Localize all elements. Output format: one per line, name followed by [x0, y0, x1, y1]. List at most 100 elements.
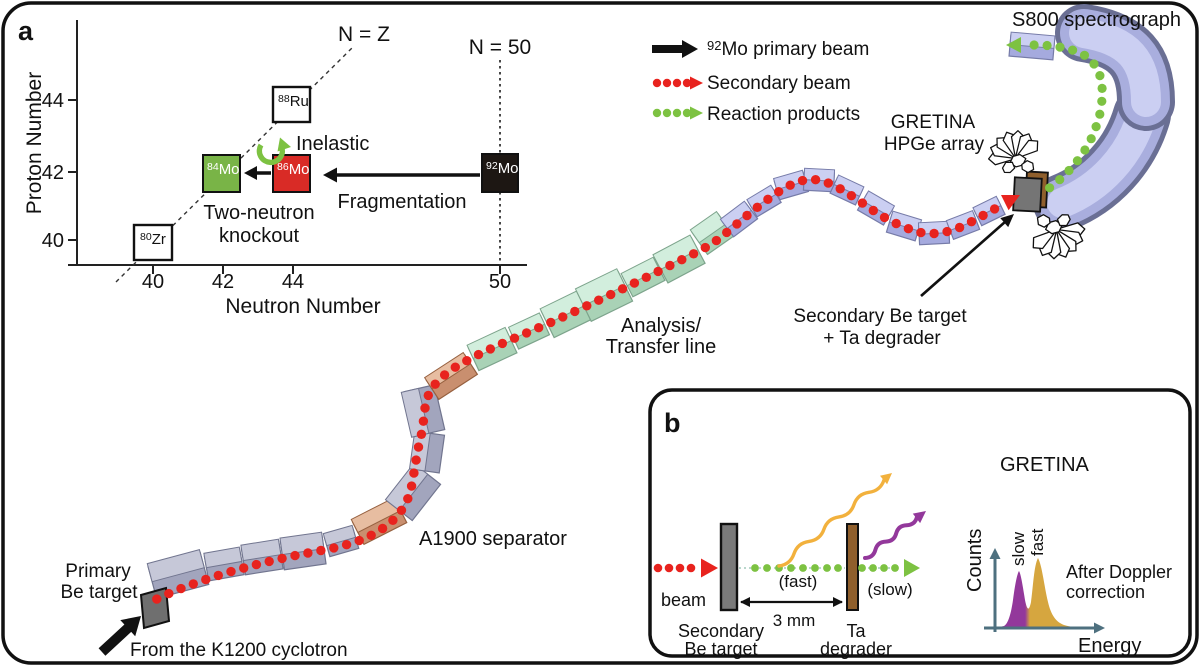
primary-target-label-1: Primary	[65, 561, 131, 582]
gretina-crystal-cluster	[1032, 214, 1086, 260]
arrow	[740, 597, 750, 607]
arrows-layer	[98, 37, 1021, 656]
gap-label: 3 mm	[773, 611, 816, 630]
arrow	[98, 616, 141, 656]
n-equals-z-label: N = Z	[338, 23, 390, 46]
gamma-ray-slow	[863, 515, 919, 560]
arrow	[1006, 37, 1021, 53]
nuclide-80zr-symbol: Zr	[152, 231, 166, 248]
analysis-label-1: Analysis/	[621, 315, 701, 337]
y-tick-40: 40	[42, 230, 64, 252]
panel-b-arrows	[701, 473, 926, 607]
arrow	[652, 40, 698, 58]
legend: 92Mo primary beam Secondary beam Reactio…	[652, 38, 869, 125]
arrow	[244, 166, 271, 180]
knockout-label-2: knockout	[219, 225, 299, 247]
analysis-label-2: Transfer line	[606, 336, 716, 358]
spectrum-ylabel: Counts	[964, 529, 986, 592]
sec-target-label-2: + Ta degrader	[823, 328, 941, 349]
fast-label: (fast)	[779, 572, 818, 591]
nuclide-box-88ru	[271, 85, 312, 124]
secondary-be-target	[1012, 176, 1043, 213]
svg-text:80Zr: 80Zr	[140, 231, 166, 248]
secondary-target-assembly	[1012, 170, 1049, 213]
nuclide-box-80zr	[132, 223, 174, 262]
arrow	[701, 558, 718, 578]
x-axis-label: Neutron Number	[225, 295, 380, 318]
nuclide-box-84mo	[202, 154, 241, 193]
y-axis-label: Proton Number	[23, 72, 46, 214]
nuclide-88ru-mass: 88	[278, 93, 290, 105]
arrow	[904, 559, 920, 577]
spectrum-xlabel: Energy	[1078, 635, 1141, 657]
slow-label: (slow)	[867, 580, 912, 599]
arrow	[690, 106, 703, 120]
panel-b-secondary-target	[719, 522, 739, 612]
nuclide-84mo-symbol: Mo	[219, 161, 240, 178]
nuclide-box-92mo	[481, 153, 519, 193]
peak-slow-label: slow	[1009, 531, 1028, 566]
doppler-note-2: correction	[1066, 582, 1145, 602]
legend-reaction-products: Reaction products	[707, 104, 860, 125]
fragmentation-label: Fragmentation	[338, 191, 467, 213]
doppler-note-1: After Doppler	[1066, 562, 1172, 582]
panel-a-label: a	[18, 16, 34, 46]
magnet	[203, 546, 245, 582]
primary-target-label-2: Be target	[60, 582, 138, 603]
magnet	[408, 430, 446, 474]
peak-fast-label: fast	[1028, 528, 1047, 556]
arrow	[912, 511, 926, 524]
gretina-label-2: HPGe array	[884, 134, 985, 155]
legend-primary-beam: 92Mo primary beam	[707, 38, 869, 60]
arrow	[880, 473, 892, 485]
nuclide-86mo-symbol: Mo	[289, 161, 310, 178]
nuclide-88ru-symbol: Ru	[290, 93, 309, 110]
s800-spectrograph-magnets	[1033, 4, 1175, 232]
x-tick-44: 44	[282, 271, 304, 293]
x-tick-40: 40	[142, 271, 164, 293]
panel-b-target-label-2: Be target	[684, 639, 757, 659]
panel-b-border	[648, 388, 1192, 658]
panel-a: a 44 42 40 40 42 44 50 Proton Number Neu…	[18, 16, 531, 318]
svg-text:84Mo: 84Mo	[207, 161, 240, 178]
arrow	[690, 76, 703, 90]
svg-text:86Mo: 86Mo	[277, 161, 310, 178]
reaction-products-path	[1029, 40, 1107, 193]
svg-text:88Ru: 88Ru	[278, 93, 309, 110]
beam-label: beam	[661, 590, 706, 610]
legend-secondary-beam: Secondary beam	[707, 73, 851, 94]
spectrum-curve	[999, 558, 1080, 627]
nuclide-92mo-symbol: Mo	[498, 160, 519, 177]
inelastic-label: Inelastic	[296, 133, 369, 155]
panel-b-degrader-label-2: degrader	[820, 639, 892, 659]
x-tick-42: 42	[212, 271, 234, 293]
magnet	[279, 531, 327, 571]
arrow	[1001, 195, 1020, 211]
panel-b: b beam (fast) (slow) 3 mm Secondary Be t…	[648, 388, 1192, 659]
sec-target-label-1: Secondary Be target	[793, 306, 967, 327]
panel-b-gretina-label: GRETINA	[1000, 454, 1090, 476]
nuclide-80zr-mass: 80	[140, 231, 152, 243]
gretina-crystal-cluster	[987, 130, 1039, 174]
nuclide-92mo-mass: 92	[486, 160, 498, 172]
secondary-beam-path	[152, 175, 1000, 604]
n-equals-50-label: N = 50	[469, 36, 531, 59]
a1900-label: A1900 separator	[419, 528, 567, 550]
inelastic-arrow-icon	[256, 137, 291, 166]
nuclide-84mo-mass: 84	[207, 161, 219, 173]
doppler-spectrum: Counts Energy slow fast After Doppler co…	[964, 528, 1172, 657]
legend-icons	[652, 40, 703, 120]
panel-b-ta-degrader	[846, 523, 859, 611]
panel-b-label: b	[664, 408, 681, 438]
arrow	[920, 214, 1014, 297]
y-tick-44: 44	[42, 90, 64, 112]
svg-text:92Mo: 92Mo	[486, 160, 519, 177]
y-tick-42: 42	[42, 162, 64, 184]
arrow	[833, 597, 843, 607]
arrow	[323, 167, 480, 183]
primary-be-target	[139, 586, 171, 630]
panel-b-target-label-1: Secondary	[678, 621, 764, 641]
knockout-label-1: Two-neutron	[203, 202, 314, 224]
x-tick-50: 50	[489, 271, 511, 293]
